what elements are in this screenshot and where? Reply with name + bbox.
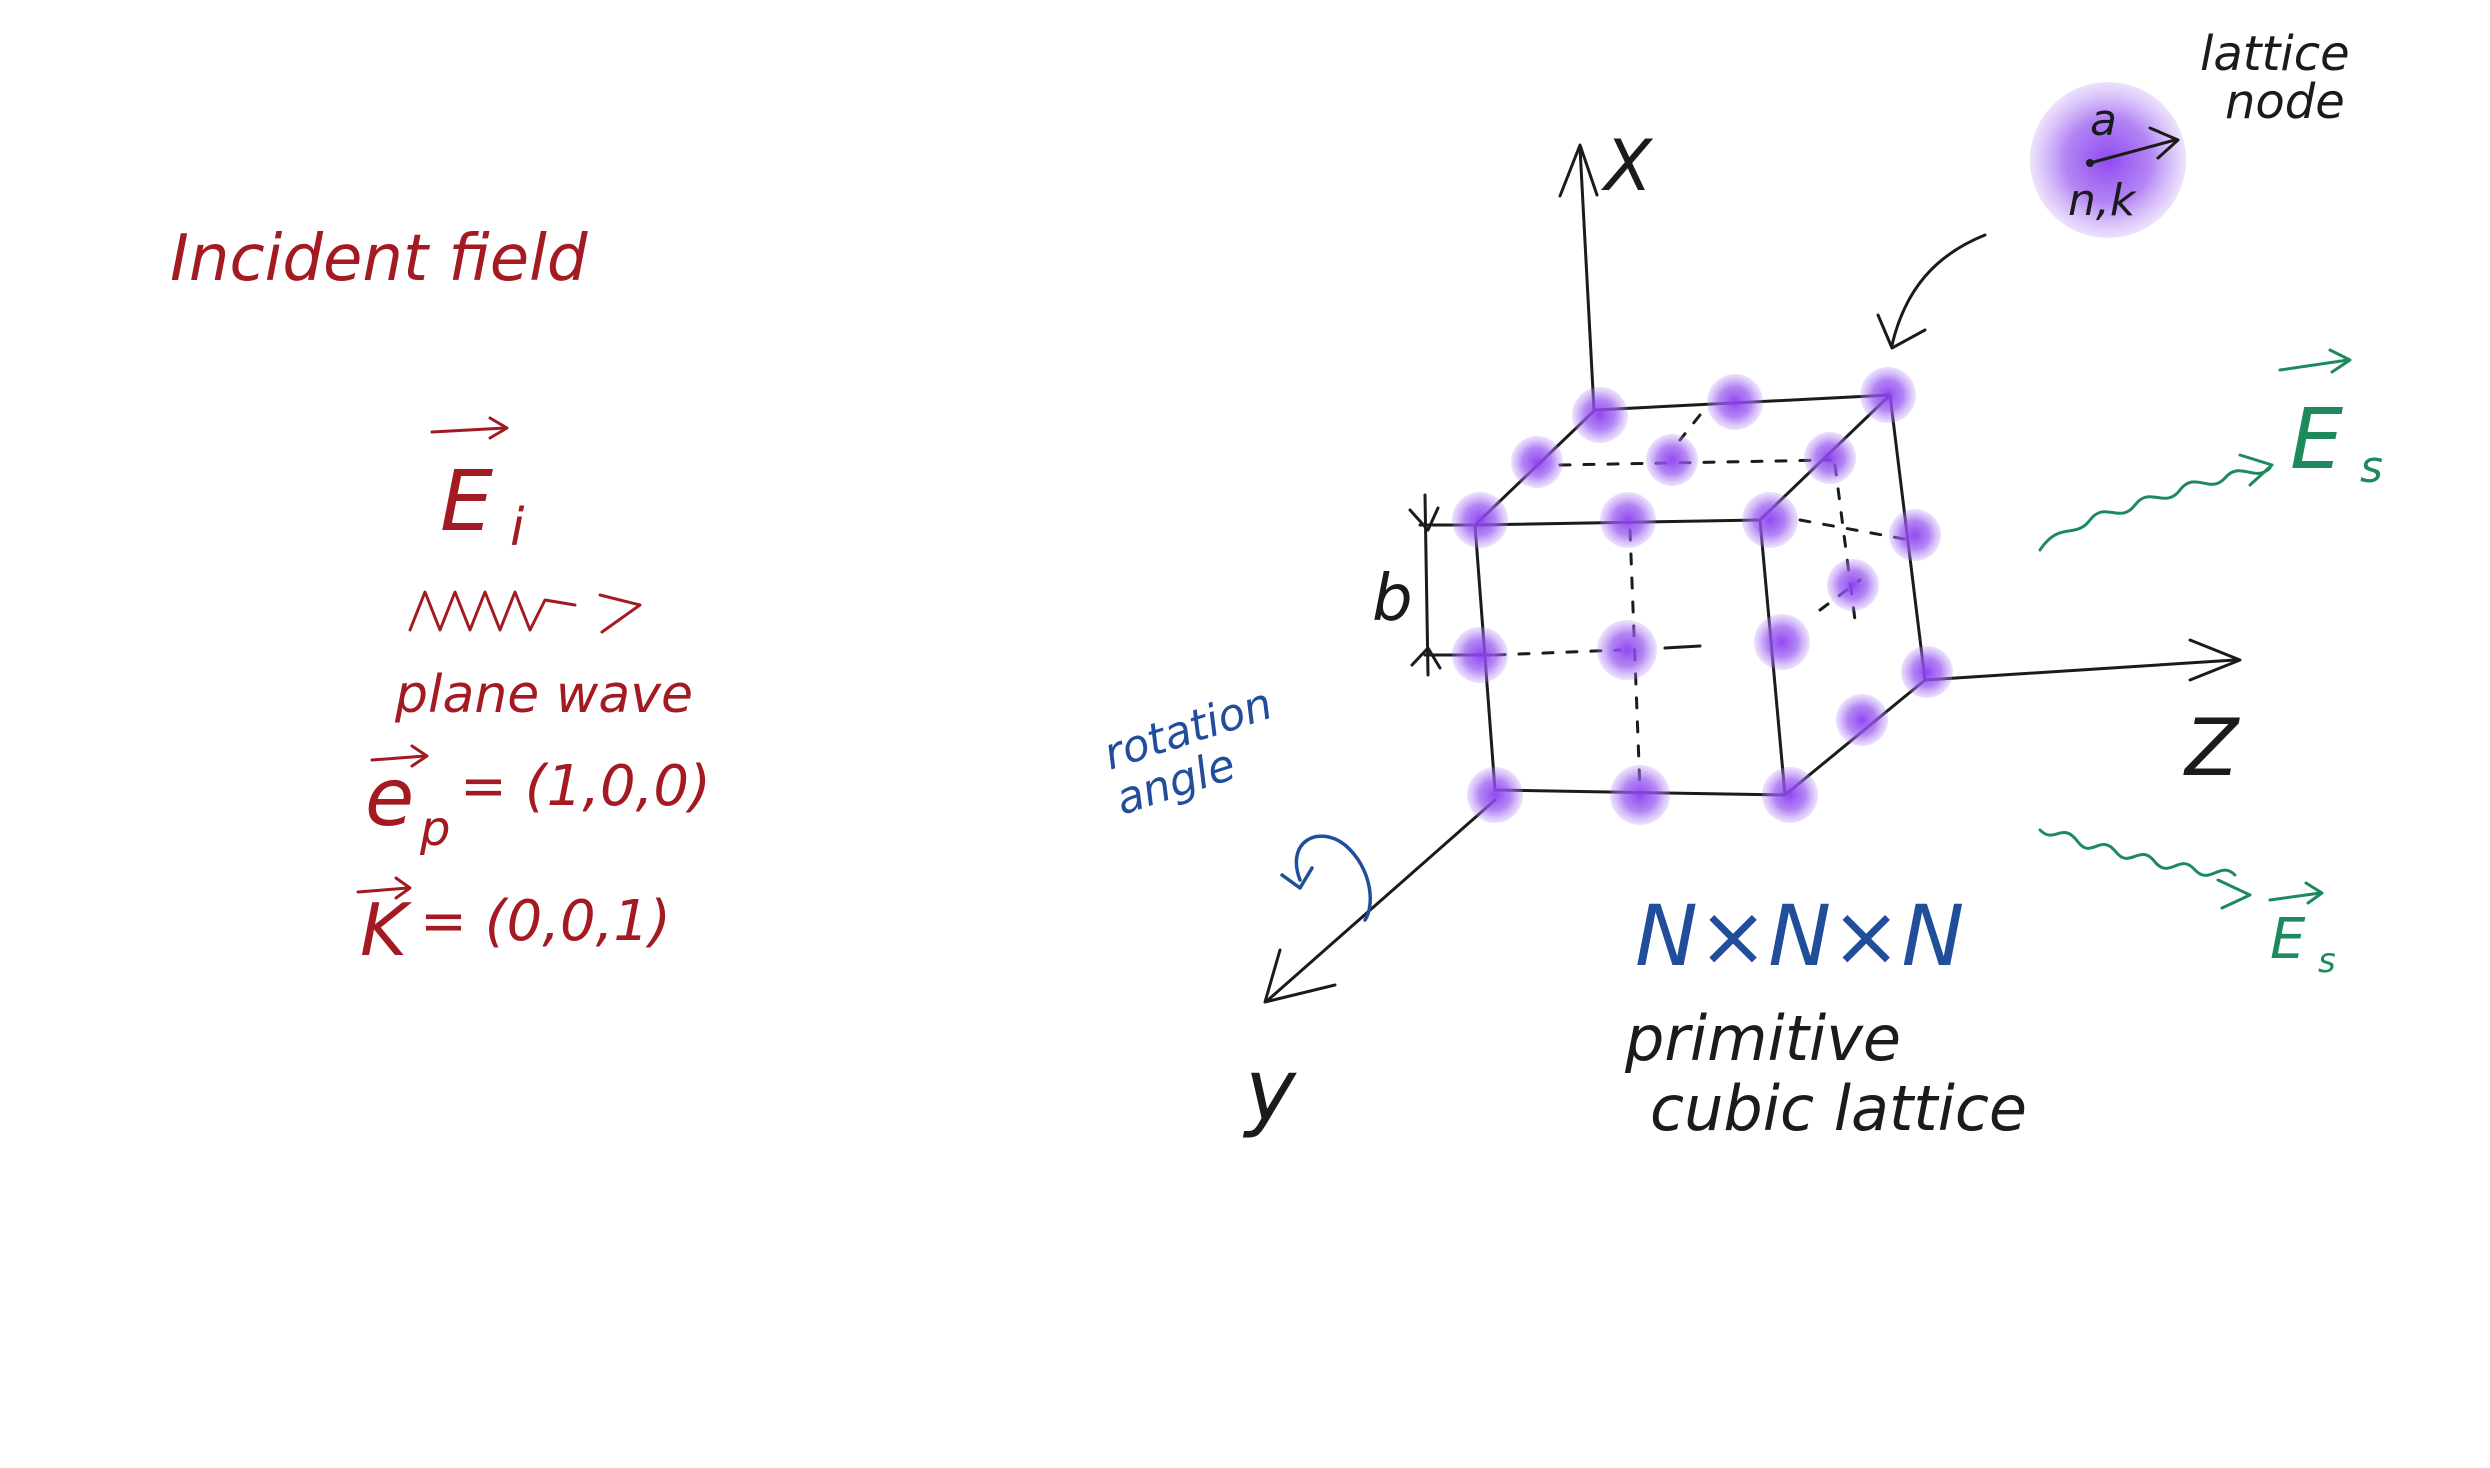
polarization-vector-arrow-icon (370, 744, 429, 768)
lattice-node (1572, 387, 1628, 443)
lattice-size-label: N×N×N (1635, 887, 1964, 985)
y-axis-arrowhead-icon (1263, 948, 1337, 1004)
z-axis-label: Z (2183, 704, 2240, 794)
rotation-annotation: rotation angle (1098, 678, 1372, 922)
wavevector-arrow-icon (356, 876, 412, 900)
lattice-node (1762, 767, 1818, 823)
lattice-node (1452, 627, 1508, 683)
scattered-field-symbol-upper: E (2290, 390, 2343, 488)
x-axis-line (1578, 146, 1596, 412)
lattice-node (1707, 374, 1763, 430)
incident-field-vector-arrow-icon (430, 416, 509, 440)
polarization-symbol: e (365, 751, 414, 844)
coordinate-axes: X Z y (1242, 125, 2242, 1141)
lattice-node (1836, 694, 1888, 746)
node-index-label: n,k (2068, 175, 2137, 226)
lattice-node (1452, 492, 1508, 548)
lattice-node-large (2030, 82, 2186, 238)
lattice-node (1804, 432, 1856, 484)
lattice-node (1889, 509, 1941, 561)
lattice-node (1511, 436, 1563, 488)
scattered-field-upper: E s (2038, 348, 2383, 552)
lattice-node (1860, 367, 1916, 423)
plane-wave-label: plane wave (394, 665, 693, 725)
lattice-node (1597, 620, 1657, 680)
z-axis-line (1923, 658, 2237, 682)
lattice-node (1646, 434, 1698, 486)
rotation-arrow-icon (1294, 834, 1372, 922)
y-axis-label: y (1242, 1041, 1297, 1141)
lattice-type-line1: primitive (1624, 1002, 1901, 1075)
lattice-node (1467, 767, 1523, 823)
lattice-node (1827, 559, 1879, 611)
scattered-wave-upper-wavy-arrow-icon (2038, 466, 2272, 552)
incident-field-title: Incident field (170, 222, 588, 296)
pointer-arrow-icon (1890, 233, 1987, 347)
incident-field-subscript: i (510, 498, 525, 558)
lattice-node (1600, 492, 1656, 548)
lattice-node (1610, 765, 1670, 825)
x-axis-label: X (1600, 125, 1654, 207)
y-axis-line (1266, 798, 1497, 1002)
wavevector-value: = (0,0,1) (420, 889, 671, 954)
wavevector-symbol: K (360, 888, 412, 972)
scattered-field-lower: E s (2038, 828, 2336, 981)
plane-wave-wavy-arrow-icon (408, 590, 642, 634)
polarization-subscript: p (419, 801, 450, 857)
polarization-value: = (1,0,0) (460, 754, 711, 819)
lattice-node-label-line1: lattice (2200, 26, 2350, 82)
scattered-field-symbol-lower: E (2270, 907, 2306, 972)
lattice-type-line2: cubic lattice (1650, 1072, 2027, 1145)
scattered-wave-lower-wavy-arrow-icon (2038, 828, 2237, 877)
lattice-node (1901, 646, 1953, 698)
z-axis-arrowhead-icon (2188, 638, 2242, 682)
lattice-node-detail: a n,k lattice node (1876, 26, 2350, 350)
scattered-field-subscript-upper: s (2360, 442, 2383, 493)
incident-field-block: Incident field E i plane wave e p = (1,0… (170, 222, 711, 972)
incident-field-symbol: E (440, 452, 493, 550)
node-radius-arrow-icon (2088, 138, 2177, 165)
node-radius-label: a (2090, 95, 2117, 146)
lattice-nodes (1452, 367, 1953, 825)
lattice-spacing-label: b (1372, 562, 1413, 636)
lattice-node-label-line2: node (2225, 74, 2345, 130)
lattice-node (1742, 492, 1798, 548)
lattice-node (1754, 614, 1810, 670)
scattered-field-subscript-lower: s (2318, 941, 2336, 981)
x-axis-arrowhead-icon (1558, 143, 1599, 198)
